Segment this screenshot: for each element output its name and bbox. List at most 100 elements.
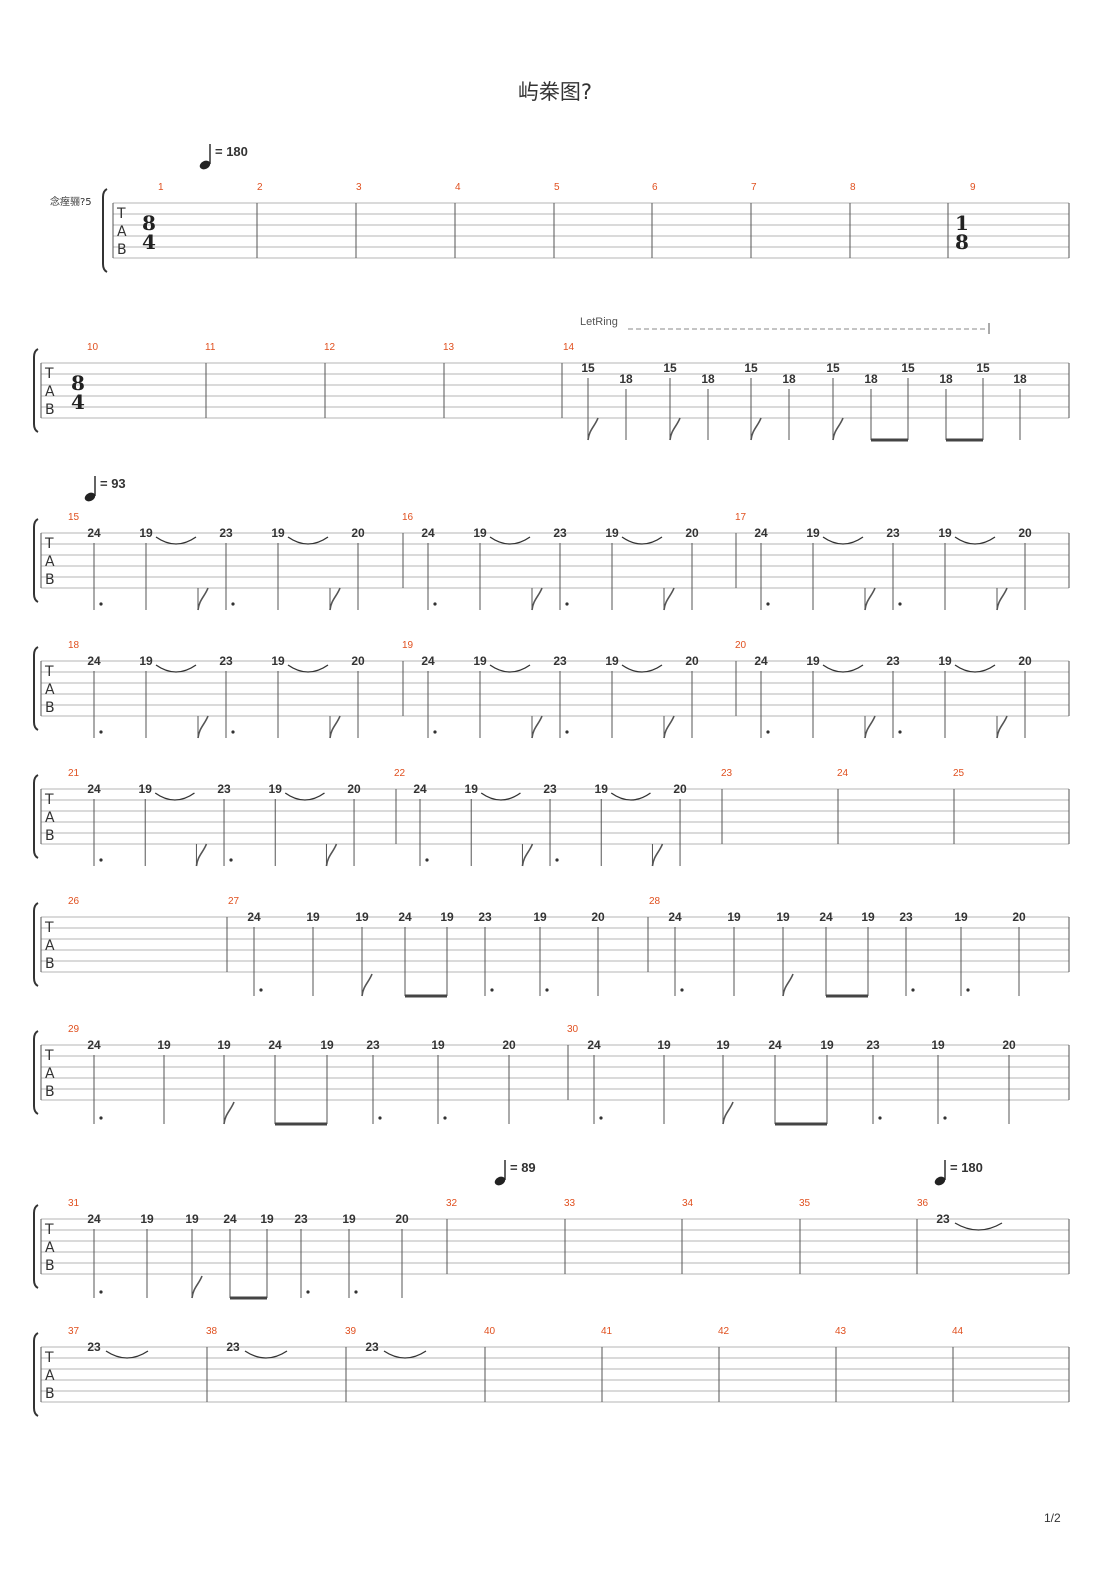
tab-clef-t: T — [44, 920, 54, 936]
fret-number: 19 — [440, 910, 454, 924]
measure-number: 24 — [837, 768, 849, 779]
tab-clef-b: B — [45, 402, 55, 418]
fret-number: 24 — [87, 1038, 101, 1052]
dotted-rhythm — [766, 730, 770, 734]
fret-number: 23 — [217, 782, 231, 796]
measure-number: 43 — [835, 1326, 847, 1337]
fret-number: 20 — [1012, 910, 1026, 924]
fret-number: 24 — [223, 1212, 237, 1226]
measure-number: 40 — [484, 1326, 496, 1337]
dotted-rhythm — [433, 730, 437, 734]
fret-number: 19 — [355, 910, 369, 924]
dotted-rhythm — [231, 730, 235, 734]
dotted-rhythm — [354, 1290, 358, 1294]
eighth-flag — [521, 843, 534, 867]
fret-number: 23 — [294, 1212, 308, 1226]
fret-number: 24 — [587, 1038, 601, 1052]
fret-number: 19 — [820, 1038, 834, 1052]
fret-number: 19 — [473, 526, 487, 540]
fret-number: 23 — [478, 910, 492, 924]
eighth-flag — [750, 417, 762, 441]
tab-clef-a: A — [117, 224, 127, 240]
measure-number: 1 — [158, 182, 164, 193]
tempo-marking: = 180 — [215, 144, 248, 159]
tie-arc — [155, 664, 197, 673]
fret-number: 19 — [139, 526, 153, 540]
measure-number: 14 — [563, 342, 575, 353]
fret-number: 19 — [217, 1038, 231, 1052]
fret-number: 19 — [465, 782, 479, 796]
tab-clef-t: T — [44, 1350, 54, 1366]
fret-number: 23 — [553, 654, 567, 668]
fret-number: 18 — [939, 372, 953, 386]
tempo-marking: = 180 — [950, 1160, 983, 1175]
tie-arc — [621, 664, 663, 673]
measure-number: 22 — [394, 768, 406, 779]
measure-number: 4 — [455, 182, 461, 193]
track-name: 念痓骊?5 — [50, 195, 92, 208]
fret-number: 19 — [954, 910, 968, 924]
dotted-rhythm — [490, 988, 494, 992]
tempo-marking: = 93 — [100, 476, 126, 491]
fret-number: 19 — [271, 654, 285, 668]
measure-number: 7 — [751, 182, 757, 193]
measure-number: 37 — [68, 1326, 80, 1337]
fret-number: 20 — [351, 526, 365, 540]
eighth-flag — [329, 587, 341, 611]
fret-number: 24 — [87, 654, 101, 668]
tab-clef-b: B — [45, 1386, 55, 1402]
dotted-rhythm — [433, 602, 437, 606]
tab-clef-t: T — [44, 1048, 54, 1064]
tab-clef-b: B — [45, 1258, 55, 1274]
measure-number: 23 — [721, 768, 733, 779]
dotted-rhythm — [306, 1290, 310, 1294]
eighth-flag — [223, 1101, 235, 1125]
time-signature-top: 8 — [71, 371, 85, 395]
fret-number: 23 — [87, 1340, 101, 1354]
fret-number: 23 — [553, 526, 567, 540]
dotted-rhythm — [425, 858, 429, 862]
fret-number: 19 — [938, 654, 952, 668]
dotted-rhythm — [565, 730, 569, 734]
dotted-rhythm — [555, 858, 559, 862]
fret-number: 19 — [271, 526, 285, 540]
fret-number: 15 — [581, 361, 595, 375]
fret-number: 23 — [886, 654, 900, 668]
fret-number: 19 — [806, 526, 820, 540]
eighth-flag — [197, 715, 209, 739]
fret-number: 19 — [595, 782, 609, 796]
fret-number: 24 — [754, 526, 768, 540]
measure-number: 15 — [68, 512, 80, 523]
tie-arc — [954, 664, 996, 673]
tab-clef-a: A — [45, 554, 55, 570]
fret-number: 19 — [861, 910, 875, 924]
dotted-rhythm — [99, 602, 103, 606]
fret-number: 19 — [140, 1212, 154, 1226]
fret-number: 20 — [502, 1038, 516, 1052]
let-ring-label: LetRing — [580, 316, 618, 328]
fret-number: 15 — [901, 361, 915, 375]
measure-number: 21 — [68, 768, 80, 779]
tie-arc — [155, 536, 197, 545]
measure-number: 19 — [402, 640, 414, 651]
fret-number: 19 — [139, 782, 153, 796]
fret-number: 20 — [395, 1212, 409, 1226]
fret-number: 23 — [866, 1038, 880, 1052]
tab-clef-b: B — [117, 242, 127, 258]
eighth-flag — [663, 587, 675, 611]
tab-clef-a: A — [45, 384, 55, 400]
tab-clef-t: T — [44, 792, 54, 808]
eighth-flag — [864, 715, 876, 739]
dotted-rhythm — [99, 1290, 103, 1294]
tie-arc — [610, 792, 651, 801]
quarter-note-icon — [494, 1176, 506, 1186]
fret-number: 19 — [431, 1038, 445, 1052]
eighth-flag — [782, 973, 794, 997]
measure-number: 34 — [682, 1198, 694, 1209]
tie-arc — [621, 536, 663, 545]
tab-clef-b: B — [45, 572, 55, 588]
tab-clef-a: A — [45, 938, 55, 954]
fret-number: 23 — [543, 782, 557, 796]
fret-number: 18 — [701, 372, 715, 386]
system-bracket — [33, 1204, 39, 1289]
